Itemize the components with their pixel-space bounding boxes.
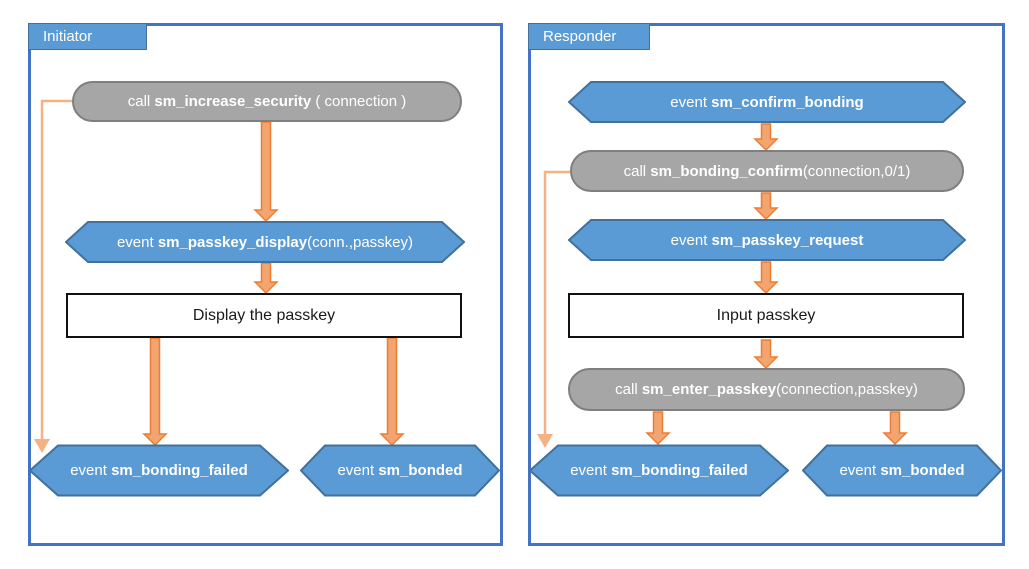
node-label: event sm_bonded xyxy=(337,462,463,479)
feedback-arrow-head xyxy=(537,434,553,448)
node-input-passkey: Input passkey xyxy=(568,293,964,338)
node-event-sm-passkey-display: event sm_passkey_display(conn.,passkey) xyxy=(65,221,465,263)
hexagon-shape xyxy=(29,444,289,497)
hexagon-shape xyxy=(568,219,966,261)
arrow-increase-to-passkey-display xyxy=(253,121,279,223)
feedback-arrow-line xyxy=(543,170,570,434)
node-display-the-passkey: Display the passkey xyxy=(66,293,462,338)
initiator-arrows xyxy=(34,99,405,453)
arrow-enter-passkey-to-bonding-failed xyxy=(645,411,671,446)
node-label: call sm_increase_security ( connection ) xyxy=(127,93,407,110)
node-label: event sm_confirm_bonding xyxy=(670,93,864,111)
node-event-sm-bonding-failed: event sm_bonding_failed xyxy=(529,444,789,497)
arrow-bonding-confirm-to-passkey-request xyxy=(753,192,779,221)
node-call-sm-bonding-confirm: call sm_bonding_confirm(connection,0/1) xyxy=(570,150,964,192)
responder-panel: Responder event sm_confirm_bonding call … xyxy=(528,23,1005,546)
node-call-sm-increase-security: call sm_increase_security ( connection ) xyxy=(72,81,462,122)
arrow-passkey-request-to-input xyxy=(753,261,779,295)
node-label: event sm_bonded xyxy=(839,462,965,479)
node-event-sm-confirm-bonding: event sm_confirm_bonding xyxy=(568,81,966,123)
responder-panel-title: Responder xyxy=(543,28,617,45)
node-label: call sm_enter_passkey(connection,passkey… xyxy=(615,381,918,398)
responder-arrows xyxy=(537,123,908,448)
node-event-sm-bonding-failed: event sm_bonding_failed xyxy=(29,444,289,497)
responder-panel-tab: Responder xyxy=(528,23,650,50)
arrow-display-to-bonding-failed xyxy=(142,337,168,447)
hexagon-shape xyxy=(568,81,966,123)
node-label: event sm_passkey_display(conn.,passkey) xyxy=(116,233,414,251)
node-label: event sm_bonding_failed xyxy=(70,462,248,479)
node-event-sm-bonded: event sm_bonded xyxy=(802,444,1002,497)
arrow-passkey-display-to-display xyxy=(253,262,279,295)
hexagon-shape xyxy=(65,221,465,263)
node-label: event sm_bonding_failed xyxy=(570,462,748,479)
feedback-arrow-line xyxy=(40,99,72,439)
node-label: Display the passkey xyxy=(192,306,336,324)
node-label: call sm_bonding_confirm(connection,0/1) xyxy=(623,162,911,180)
arrow-input-to-enter-passkey xyxy=(753,339,779,370)
node-call-sm-enter-passkey: call sm_enter_passkey(connection,passkey… xyxy=(568,368,965,411)
arrow-confirm-bonding-to-bonding-confirm xyxy=(753,123,779,152)
initiator-panel-title: Initiator xyxy=(43,28,93,45)
arrow-display-to-bonded xyxy=(379,337,405,447)
feedback-arrow-head xyxy=(34,439,50,453)
initiator-panel: Initiator call sm_increase_security ( co… xyxy=(28,23,503,546)
hexagon-shape xyxy=(300,444,500,497)
node-label: Input passkey xyxy=(716,306,816,324)
node-label: event sm_passkey_request xyxy=(670,231,864,249)
hexagon-shape xyxy=(802,444,1002,497)
hexagon-shape xyxy=(529,444,789,497)
initiator-panel-tab: Initiator xyxy=(28,23,147,50)
node-event-sm-passkey-request: event sm_passkey_request xyxy=(568,219,966,261)
node-event-sm-bonded: event sm_bonded xyxy=(300,444,500,497)
arrow-enter-passkey-to-bonded xyxy=(882,411,908,446)
